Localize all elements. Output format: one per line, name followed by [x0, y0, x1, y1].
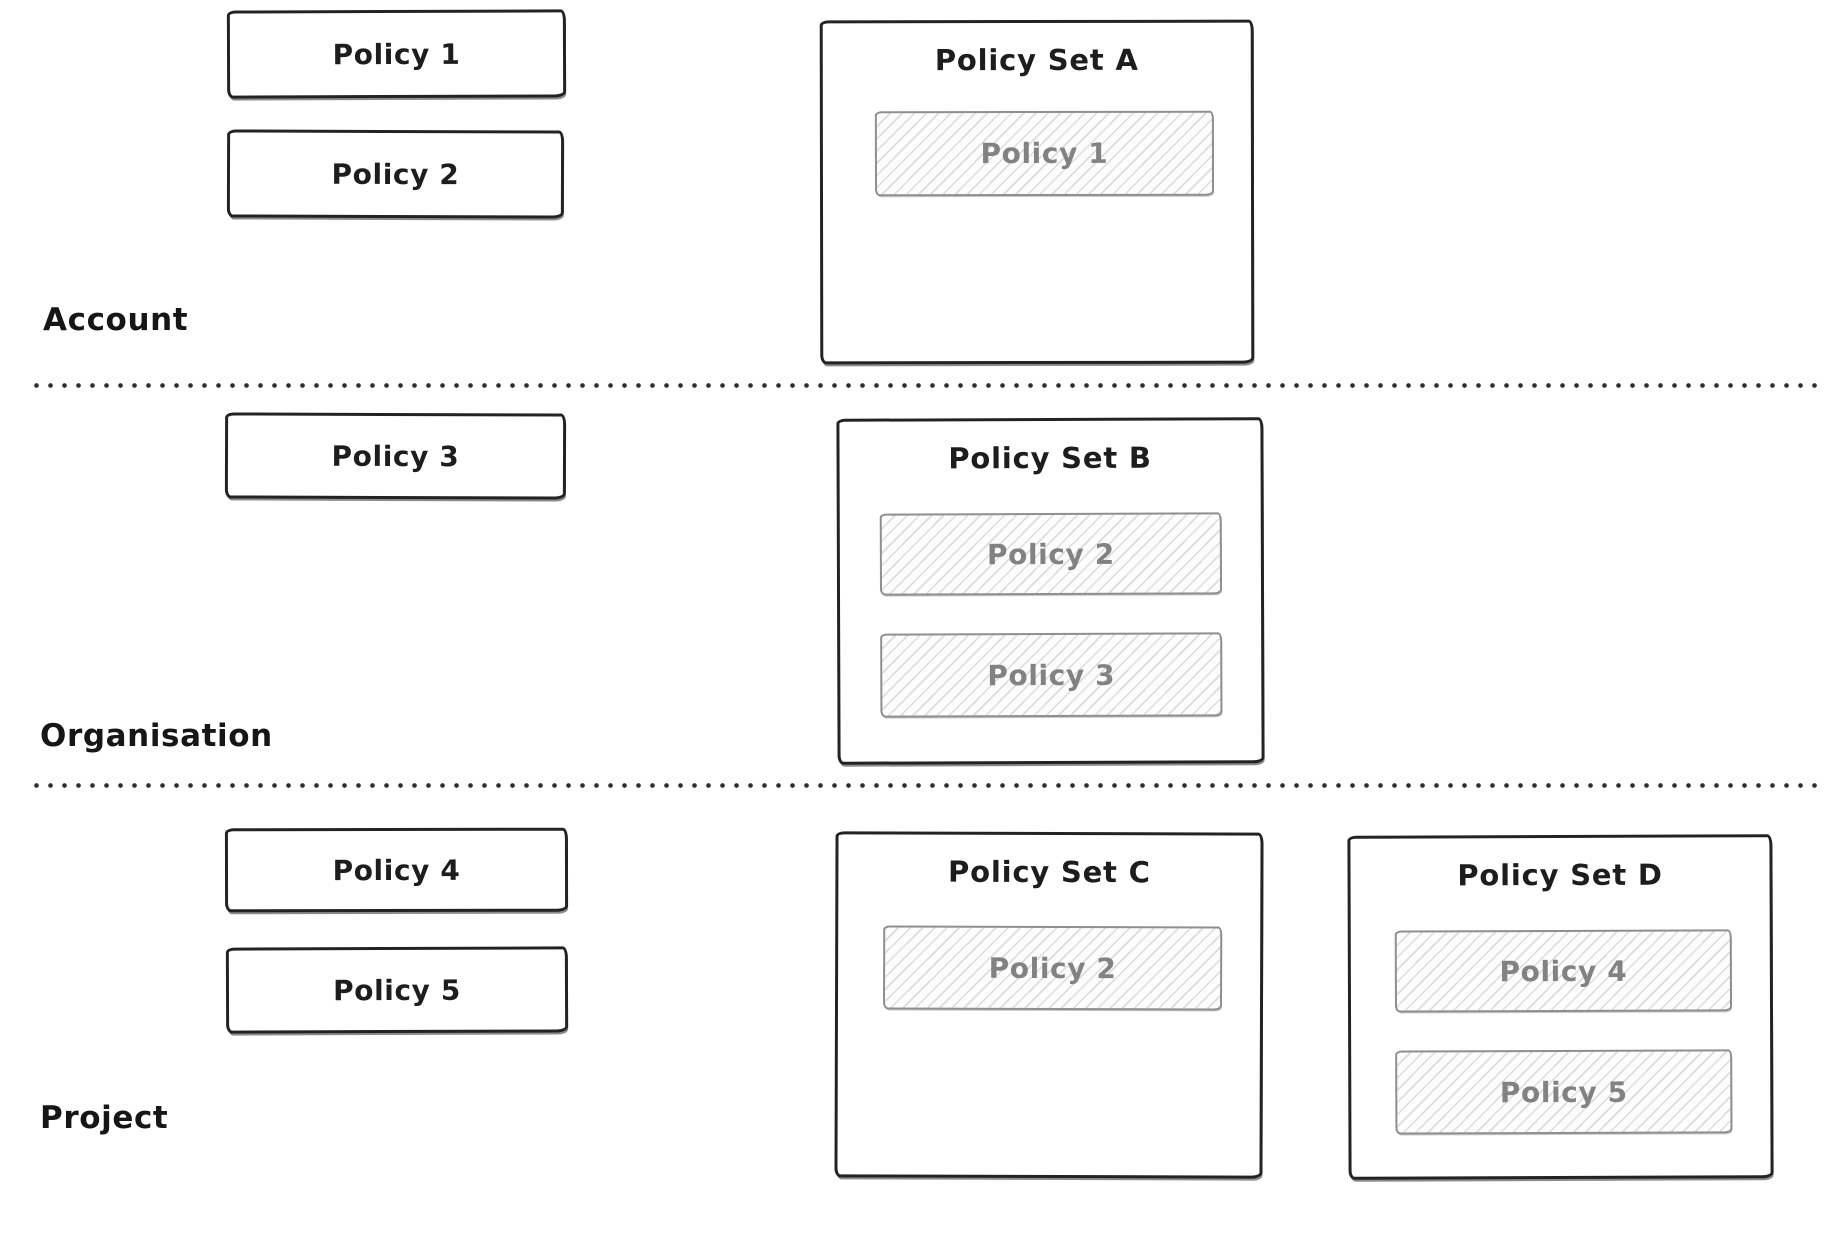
policy-set-title: Policy Set D	[1457, 857, 1663, 893]
member-label: Policy 3	[987, 658, 1116, 692]
policy-box-label: Policy 1	[332, 37, 461, 71]
member-label: Policy 2	[988, 951, 1117, 985]
member-label: Policy 4	[1499, 954, 1628, 988]
policy-set-box-b: Policy Set B Policy 2 Policy 3	[836, 417, 1265, 765]
policy-set-member-policy-2: Policy 2	[882, 925, 1223, 1011]
policy-box-label: Policy 5	[333, 973, 461, 1007]
policy-set-member-policy-3: Policy 3	[880, 632, 1223, 718]
policy-set-title: Policy Set A	[934, 42, 1139, 78]
policy-set-title: Policy Set C	[948, 854, 1151, 890]
tier-label-organisation: Organisation	[40, 718, 273, 754]
policy-box-label: Policy 4	[332, 853, 461, 887]
policy-box-policy-5: Policy 5	[225, 946, 569, 1034]
policy-set-title: Policy Set B	[948, 440, 1152, 476]
policy-box-policy-4: Policy 4	[224, 827, 569, 913]
policy-set-member-policy-5: Policy 5	[1395, 1049, 1733, 1135]
policy-box-policy-1: Policy 1	[226, 9, 567, 99]
tier-divider-organisation-project	[34, 783, 1826, 788]
policy-box-label: Policy 2	[331, 157, 460, 191]
member-label: Policy 1	[980, 136, 1109, 171]
policy-set-box-d: Policy Set D Policy 4 Policy 5	[1347, 834, 1774, 1180]
tier-label-account: Account	[43, 302, 189, 338]
policy-box-label: Policy 3	[331, 439, 460, 473]
policy-set-member-policy-4: Policy 4	[1394, 929, 1733, 1013]
member-label: Policy 5	[1499, 1075, 1628, 1109]
member-label: Policy 2	[986, 537, 1115, 571]
policy-box-policy-2: Policy 2	[226, 129, 565, 219]
policy-set-member-policy-1: Policy 1	[874, 110, 1215, 197]
policy-set-box-c: Policy Set C Policy 2	[834, 831, 1264, 1179]
policy-set-box-a: Policy Set A Policy 1	[819, 19, 1255, 365]
tier-divider-account-organisation	[34, 383, 1826, 388]
tier-label-project: Project	[40, 1100, 169, 1136]
policy-box-policy-3: Policy 3	[224, 412, 567, 500]
policy-set-member-policy-2: Policy 2	[879, 512, 1223, 596]
